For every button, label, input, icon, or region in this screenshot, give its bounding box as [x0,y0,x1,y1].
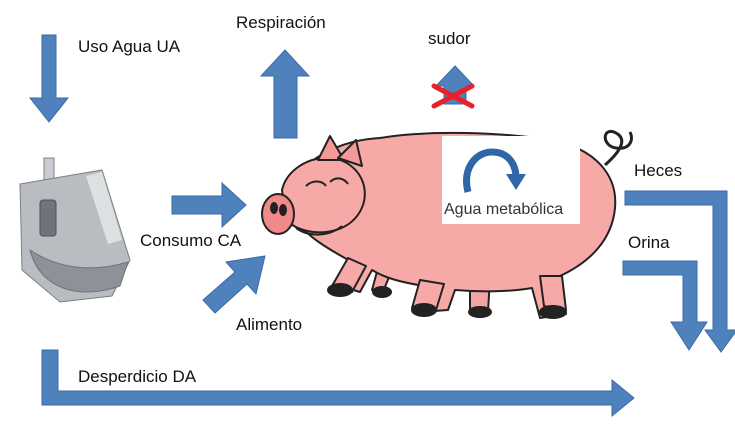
trough-highlight [86,172,122,244]
respiracion-arrow [259,49,311,139]
pig-hoof [468,306,492,318]
consumo-label: Consumo CA [140,231,242,250]
heces-arrow [624,190,735,353]
respiracion-label: Respiración [236,13,326,32]
water-trough [19,157,131,303]
pig-nostril [270,202,278,214]
desperdicio-label: Desperdicio DA [78,367,197,386]
desperdicio-arrow [41,349,635,418]
trough-bowl [29,248,129,293]
alimento-arrow [202,255,266,314]
pig-nostril [279,204,287,216]
pig-leg-rear [539,275,567,311]
curved-arrow-icon [463,148,520,193]
curved-arrow-head [506,174,526,190]
pig-head [281,156,366,234]
sudor-label: sudor [428,29,471,48]
consumo-arrow [171,181,247,229]
drinker-nipple [39,199,57,237]
pig-hoof [327,283,353,297]
pig-ear [317,135,345,161]
orina-arrow [622,260,708,351]
agua-metabolica-label: Agua metabólica [444,201,563,218]
pig-hoof [539,305,567,319]
pig-mouth [295,225,343,236]
cross-icon [431,83,475,109]
pig-eye [329,177,349,185]
pig-snout [261,193,295,235]
pig-hoof [372,286,392,298]
uso-agua-arrow [28,34,70,123]
pig-ear [337,139,363,167]
pig-tail [603,129,633,167]
heces-label: Heces [634,161,682,180]
uso-agua-label: Uso Agua UA [78,37,181,56]
pig-eye [305,180,327,187]
alimento-label: Alimento [236,315,302,334]
orina-label: Orina [628,233,670,252]
pig-hoof [411,303,437,317]
